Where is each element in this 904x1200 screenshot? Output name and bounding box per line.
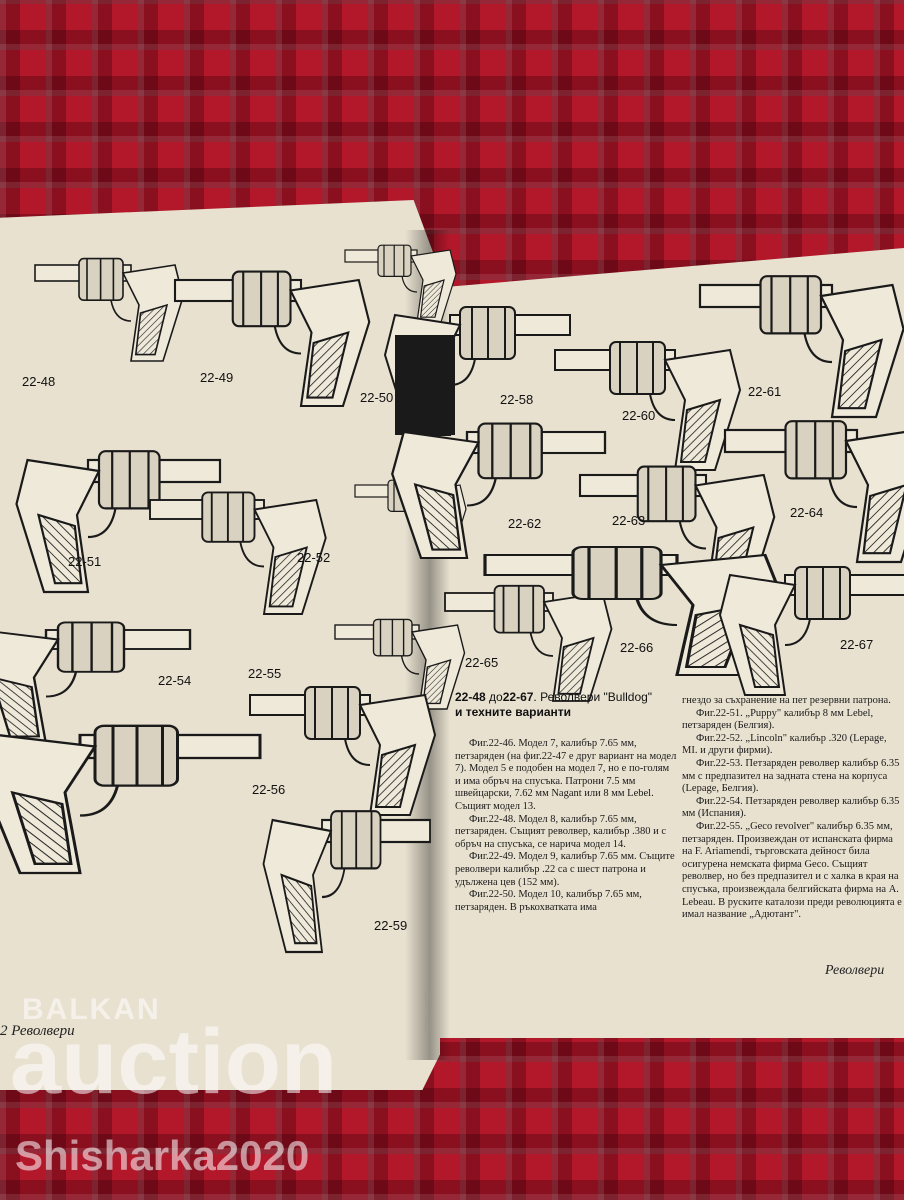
label-22-61: 22-61 — [748, 384, 782, 399]
label-22-67: 22-67 — [840, 637, 874, 652]
paragraph: Фиг.22-55. „Geco revolver" калибър 6.35 … — [682, 820, 902, 921]
label-22-64: 22-64 — [790, 505, 824, 520]
figure-22-62 — [391, 422, 607, 560]
label-22-62: 22-62 — [508, 516, 542, 531]
label-22-65: 22-65 — [465, 655, 499, 670]
right-page-footer: Револвери — [825, 963, 885, 978]
label-22-49: 22-49 — [200, 370, 234, 385]
label-22-50: 22-50 — [360, 390, 394, 405]
label-22-58: 22-58 — [500, 392, 534, 407]
watermark-line3: Shisharka2020 — [15, 1132, 310, 1179]
caption-subtitle: и техните варианти — [455, 705, 572, 719]
label-22-56: 22-56 — [252, 782, 286, 797]
figure-22-65 — [444, 584, 613, 702]
text-column-right: гнездо за съхранение на пет резервни пат… — [682, 695, 902, 922]
figure-caption: 22-48 до22-67. Револвери "Bulldog" и тех… — [455, 690, 685, 720]
paragraph: Фиг.22-48. Модел 8, калибър 7.65 мм, пет… — [455, 813, 666, 850]
paragraph: Фиг.22-50. Модел 10, калибър 7.65 мм, пе… — [455, 889, 642, 913]
paragraph: гнездо за съхранение на пет резервни пат… — [682, 695, 891, 706]
caption-range-mid: до — [485, 690, 503, 704]
label-22-60: 22-60 — [622, 408, 656, 423]
label-22-55: 22-55 — [248, 666, 282, 681]
left-page-footer: 2 Револвери — [0, 1023, 75, 1040]
paragraph: Фиг.22-52. „Lincoln" калибър .320 (Lepag… — [682, 732, 887, 757]
label-22-52: 22-52 — [297, 550, 331, 565]
figure-22-49 — [173, 270, 371, 408]
watermark-line1: BALKAN — [22, 993, 161, 1026]
label-22-63: 22-63 — [612, 513, 646, 528]
paragraph: Фиг.22-46. Модел 7, калибър 7.65 мм, пет… — [455, 738, 677, 812]
paragraph: Фиг.22-51. „Puppy" калибър 8 мм Lebel, п… — [682, 707, 874, 732]
label-22-66: 22-66 — [620, 640, 654, 655]
paragraph: Фиг.22-53. Петзаряден револвер калибър 6… — [682, 757, 900, 795]
figure-22-67 — [719, 566, 904, 696]
label-22-59: 22-59 — [374, 918, 408, 933]
paragraph: Фиг.22-54. Петзаряден револвер калибър 6… — [682, 795, 900, 820]
paragraph: Фиг.22-49. Модел 9, калибър 7.65 мм. Същ… — [455, 851, 675, 888]
left-page-number: 2 — [0, 1023, 8, 1039]
label-22-48: 22-48 — [22, 374, 56, 389]
text-column-left: Фиг.22-46. Модел 7, калибър 7.65 мм, пет… — [455, 738, 677, 914]
figure-22-58 — [384, 306, 571, 436]
left-page-title: Револвери — [11, 1023, 75, 1039]
watermark-line2: auction — [10, 1011, 338, 1113]
figure-22-51 — [15, 450, 222, 594]
caption-range-start: 22-48 — [455, 690, 486, 704]
caption-range-end: 22-67 — [502, 690, 534, 704]
figure-22-56 — [0, 724, 262, 875]
caption-title: . Револвери "Bulldog" — [533, 690, 653, 704]
figure-22-48 — [34, 257, 184, 362]
label-22-51: 22-51 — [68, 554, 102, 569]
label-22-54: 22-54 — [158, 673, 192, 688]
